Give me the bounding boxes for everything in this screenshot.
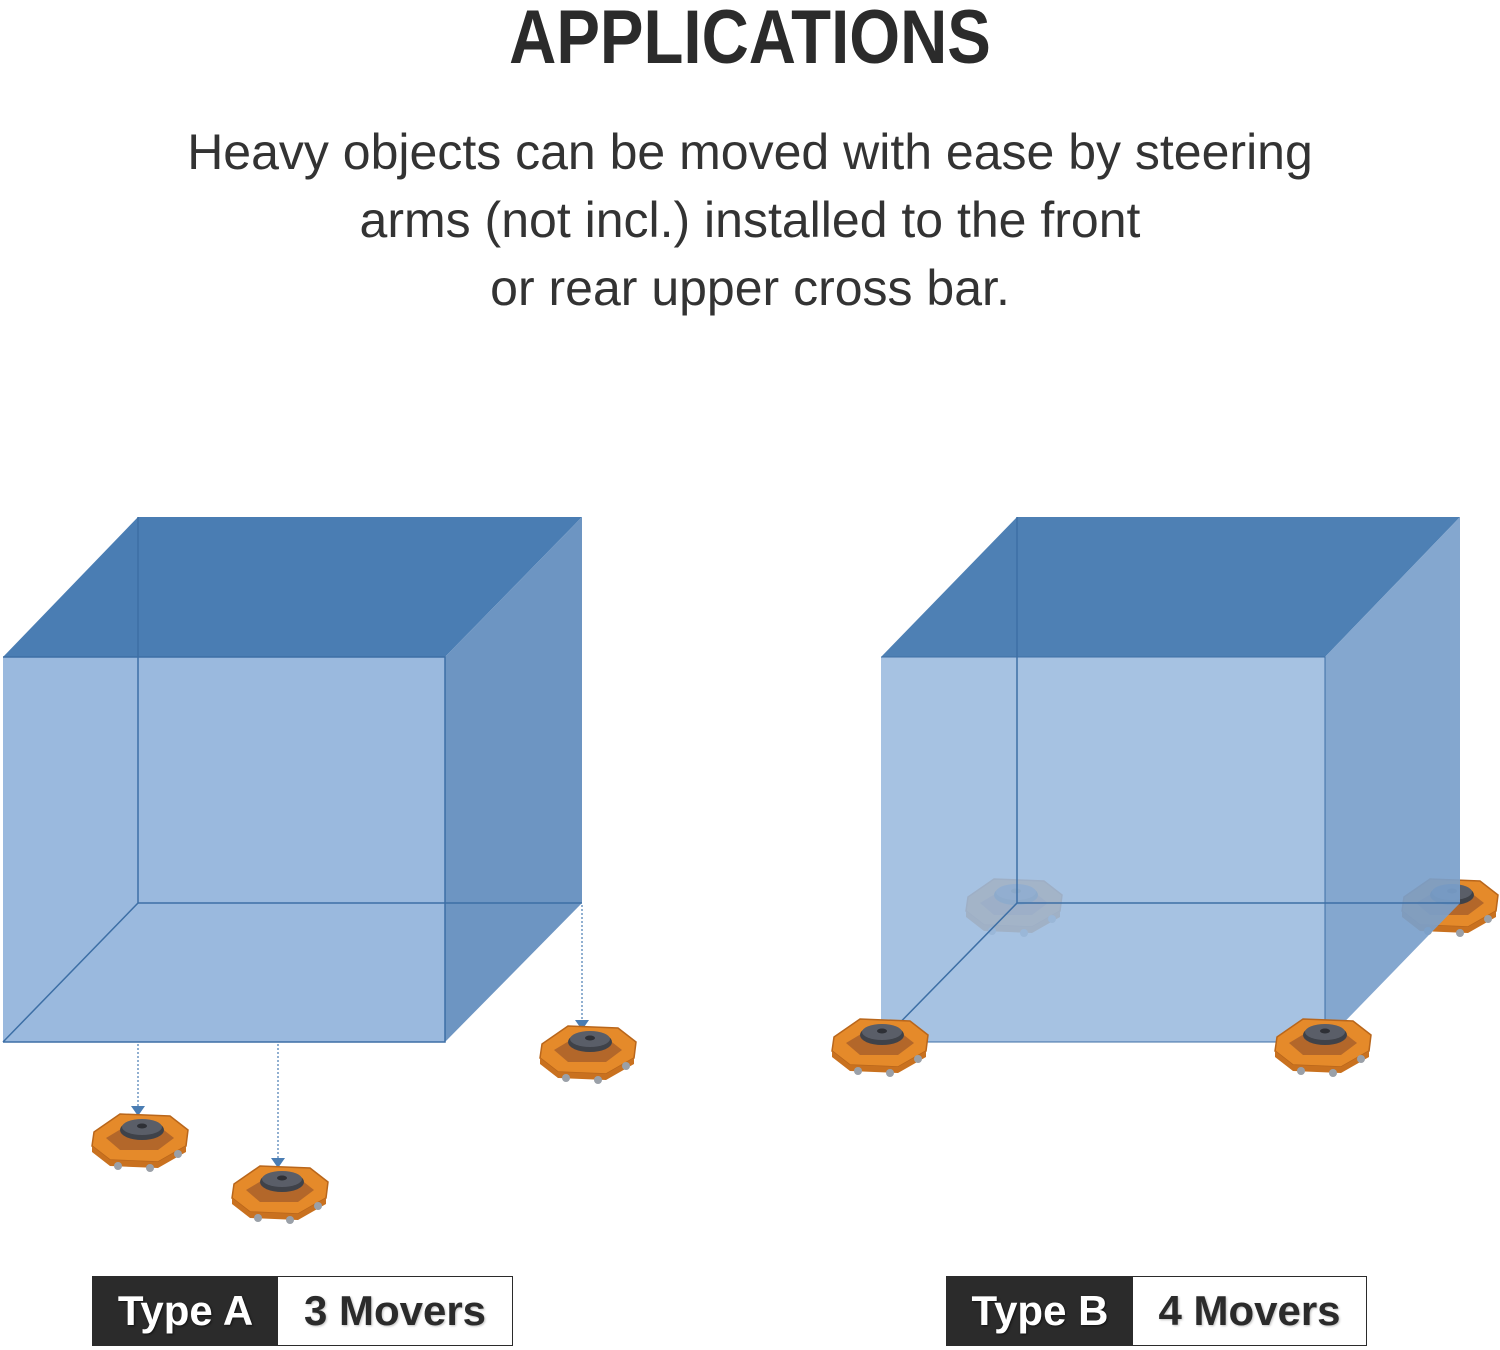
type-a-movers: 3 Movers: [303, 1287, 487, 1334]
arrow-down-icon: [131, 1044, 145, 1116]
machinery-mover-skate-icon: [539, 1025, 637, 1085]
description-line-3: or rear upper cross bar.: [490, 260, 1010, 316]
cube-type-a: [2, 517, 582, 1043]
machinery-mover-skate-icon: [91, 1113, 189, 1173]
type-a-label: Type A: [93, 1277, 278, 1345]
description-line-1: Heavy objects can be moved with ease by …: [187, 124, 1313, 180]
type-b-label: Type B: [947, 1277, 1133, 1345]
type-a-badge: Type A 3 Movers: [92, 1276, 513, 1346]
type-b-badge: Type B 4 Movers: [946, 1276, 1367, 1346]
description-line-2: arms (not incl.) installed to the front: [359, 192, 1141, 248]
cube-type-b: [880, 517, 1460, 1043]
description: Heavy objects can be moved with ease by …: [0, 118, 1500, 322]
arrow-down-icon: [271, 1044, 285, 1168]
machinery-mover-skate-icon: [831, 1018, 929, 1078]
type-b-movers: 4 Movers: [1158, 1287, 1341, 1334]
arrow-down-icon: [575, 905, 589, 1030]
machinery-mover-skate-icon: [231, 1165, 329, 1225]
machinery-mover-skate-icon: [1274, 1018, 1372, 1078]
page-title: APPLICATIONS: [509, 0, 991, 80]
